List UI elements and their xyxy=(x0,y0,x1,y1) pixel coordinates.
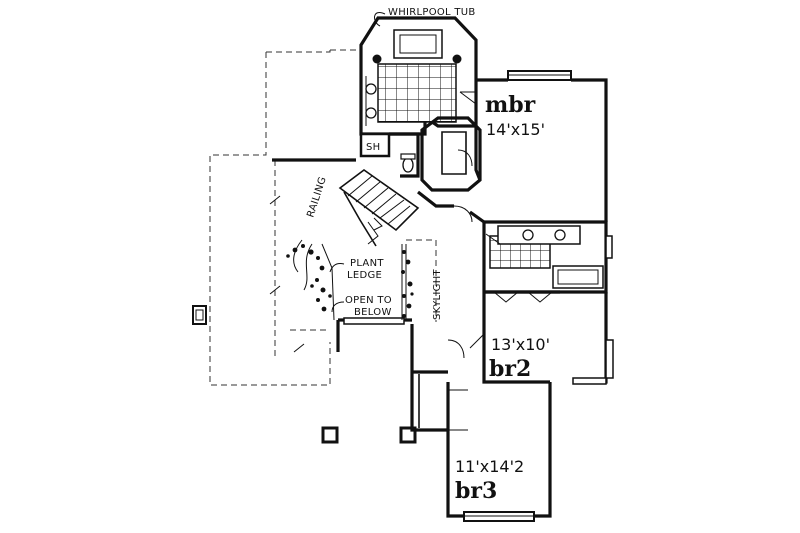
master-bath xyxy=(359,16,478,136)
hall-bath xyxy=(484,220,613,294)
staircase: RAILING xyxy=(305,169,420,247)
shower: SH xyxy=(359,132,391,158)
plant-foliage xyxy=(286,244,414,318)
mbr-dims: 14'x15' xyxy=(486,120,545,139)
skylight-label: SKYLIGHT xyxy=(432,268,443,320)
plant-ledge-label-1: PLANT xyxy=(350,258,384,269)
br3-dims: 11'x14'2 xyxy=(455,457,524,476)
br2-dims: 13'x10' xyxy=(491,335,550,354)
open-to-below-label-2: BELOW xyxy=(354,307,392,318)
plant-ledge: PLANT LEDGE OPEN TO BELOW SKYLIGHT xyxy=(286,239,443,321)
br3-name: br3 xyxy=(455,478,497,504)
whirlpool-label-group: WHIRLPOOL TUB xyxy=(374,7,476,27)
mbr-name: mbr xyxy=(485,92,536,118)
sink-1 xyxy=(365,83,377,95)
br2-closet xyxy=(484,290,560,303)
shower-label: SH xyxy=(366,142,380,153)
railing-label: RAILING xyxy=(305,175,328,219)
chimney xyxy=(192,305,207,325)
master-bedroom: mbr 14'x15' xyxy=(459,70,608,222)
post-left xyxy=(321,426,339,444)
whirlpool-tub-label: WHIRLPOOL TUB xyxy=(388,7,476,18)
vanity xyxy=(497,225,581,245)
bedroom-3: 11'x14'2 br3 xyxy=(446,382,552,522)
plant-ledge-label-2: LEDGE xyxy=(347,270,382,281)
sink-2 xyxy=(365,107,377,119)
water-closet xyxy=(389,132,420,178)
br2-name: br2 xyxy=(489,356,531,382)
master-closet xyxy=(420,116,482,192)
hall-walls xyxy=(272,158,485,432)
deck-outline xyxy=(209,49,437,386)
open-to-below-label-1: OPEN TO xyxy=(345,295,392,306)
window-hall xyxy=(343,317,405,325)
bedroom-2: 13'x10' br2 xyxy=(469,222,614,385)
window-br2 xyxy=(605,339,614,379)
tick-marks xyxy=(269,195,305,353)
